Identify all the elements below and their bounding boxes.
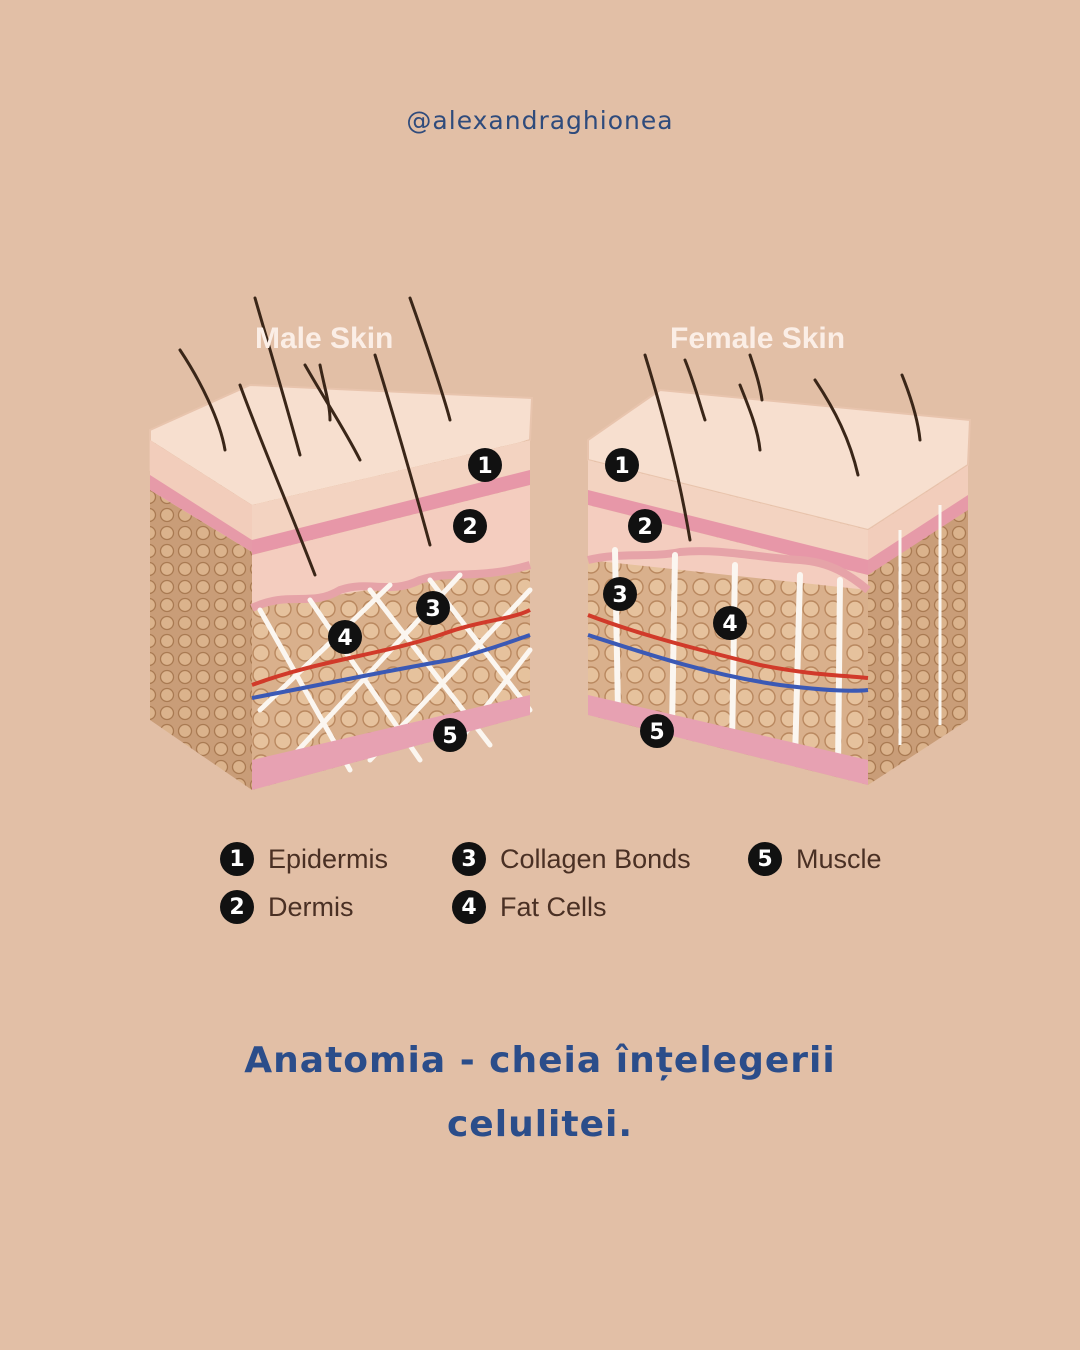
male-skin-label: Male Skin xyxy=(255,322,393,355)
svg-text:4: 4 xyxy=(722,612,737,637)
marker-5-male: 5 xyxy=(433,718,467,752)
marker-2-male: 2 xyxy=(453,509,487,543)
male-skin-block: Male Skin xyxy=(149,296,534,790)
account-handle: @alexandraghionea xyxy=(406,106,674,135)
svg-text:4: 4 xyxy=(337,626,352,651)
svg-text:2: 2 xyxy=(462,515,477,540)
legend-item-collagen-bonds: 3 Collagen Bonds xyxy=(452,842,691,876)
legend-badge: 1 xyxy=(220,842,254,876)
legend-item-fat-cells: 4 Fat Cells xyxy=(452,890,607,924)
marker-4-male: 4 xyxy=(328,620,362,654)
legend-badge: 3 xyxy=(452,842,486,876)
skin-anatomy-diagram: Male Skin xyxy=(149,296,972,790)
svg-text:5: 5 xyxy=(442,724,457,749)
diagram-markers: 1 2 3 4 5 1 2 3 4 5 xyxy=(328,448,747,752)
marker-3-male: 3 xyxy=(416,591,450,625)
legend-item-epidermis: 1 Epidermis xyxy=(220,842,388,876)
caption-title-line-2: celulitei. xyxy=(446,1104,634,1145)
legend-label: Collagen Bonds xyxy=(500,843,691,874)
svg-text:1: 1 xyxy=(614,454,629,479)
diagram-legend: 1 Epidermis 2 Dermis 3 Collagen Bonds 4 … xyxy=(220,842,920,942)
marker-4-female: 4 xyxy=(713,606,747,640)
svg-text:3: 3 xyxy=(425,597,440,622)
female-skin-block: Female Skin xyxy=(587,322,972,785)
marker-2-female: 2 xyxy=(628,509,662,543)
legend-badge: 5 xyxy=(748,842,782,876)
svg-text:2: 2 xyxy=(637,515,652,540)
svg-text:1: 1 xyxy=(477,454,492,479)
legend-label: Muscle xyxy=(796,843,882,874)
marker-1-female: 1 xyxy=(605,448,639,482)
female-skin-label: Female Skin xyxy=(670,322,845,355)
marker-1-male: 1 xyxy=(468,448,502,482)
legend-label: Dermis xyxy=(268,891,354,922)
svg-text:3: 3 xyxy=(612,583,627,608)
legend-badge: 2 xyxy=(220,890,254,924)
marker-5-female: 5 xyxy=(640,714,674,748)
legend-label: Epidermis xyxy=(268,843,389,874)
marker-3-female: 3 xyxy=(603,577,637,611)
legend-label: Fat Cells xyxy=(500,891,607,922)
svg-text:5: 5 xyxy=(649,720,664,745)
legend-item-dermis: 2 Dermis xyxy=(220,890,354,924)
legend-item-muscle: 5 Muscle xyxy=(748,842,882,876)
caption-title-line-1: Anatomia - cheia înțelegerii xyxy=(244,1040,836,1081)
legend-badge: 4 xyxy=(452,890,486,924)
